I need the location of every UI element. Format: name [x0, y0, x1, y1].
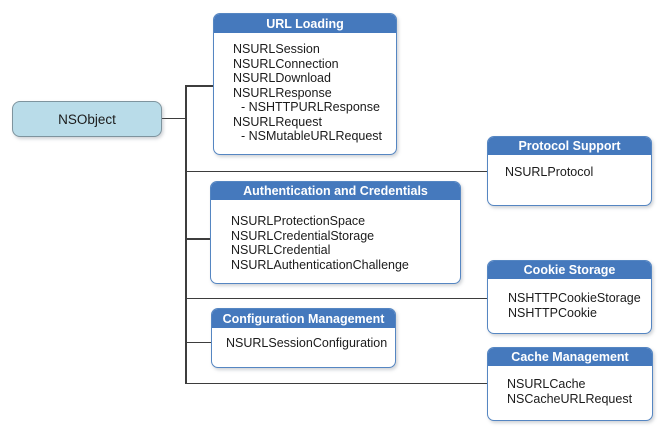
class-item: NSURLRequest — [233, 114, 322, 129]
connector-trunk — [185, 85, 187, 384]
connector-cookie-storage — [185, 297, 488, 299]
group-configuration-management-items: NSURLSessionConfiguration — [212, 328, 395, 351]
class-item: NSURLProtocol — [505, 165, 594, 179]
class-item: NSURLSessionConfiguration — [226, 336, 388, 350]
class-item: NSURLCredentialStorage — [231, 228, 375, 243]
class-item: - NSMutableURLRequest — [241, 129, 383, 143]
group-protocol-support-header: Protocol Support — [488, 137, 651, 155]
class-item: NSHTTPCookieStorage — [508, 291, 641, 305]
group-configuration-management: Configuration Management NSURLSessionCon… — [211, 308, 396, 368]
class-item: NSURLProtectionSpace — [231, 214, 366, 228]
group-cookie-storage-header: Cookie Storage — [488, 261, 651, 279]
class-item: NSURLConnection — [233, 56, 339, 71]
group-protocol-support-items: NSURLProtocol — [488, 155, 651, 180]
connector-nsobject — [161, 117, 186, 119]
class-item: NSURLCredential — [231, 243, 331, 257]
class-item: NSURLAuthenticationChallenge — [231, 257, 409, 272]
connector-configuration — [185, 341, 212, 343]
group-protocol-support: Protocol Support NSURLProtocol — [487, 136, 652, 206]
group-authentication-and-credentials: Authentication and Credentials NSURLProt… — [210, 181, 461, 284]
nsobject-box: NSObject — [12, 101, 162, 137]
group-configuration-management-header: Configuration Management — [212, 309, 395, 328]
class-item: NSURLResponse — [233, 85, 332, 100]
class-item: NSURLSession — [233, 42, 320, 56]
connector-url-loading — [185, 85, 214, 87]
nsobject-label: NSObject — [58, 111, 116, 127]
connector-authentication — [185, 238, 211, 240]
class-item: NSCacheURLRequest — [507, 391, 633, 406]
group-url-loading-header: URL Loading — [214, 14, 396, 33]
group-authentication-and-credentials-header: Authentication and Credentials — [211, 182, 460, 200]
class-item: NSURLCache — [507, 377, 586, 391]
class-item: NSHTTPCookie — [508, 305, 597, 320]
connector-cache-management — [185, 382, 488, 384]
class-item: - NSHTTPURLResponse — [241, 100, 380, 114]
class-item: NSURLDownload — [233, 71, 331, 85]
group-cache-management-header: Cache Management — [488, 348, 652, 366]
connector-protocol-support — [185, 170, 488, 172]
